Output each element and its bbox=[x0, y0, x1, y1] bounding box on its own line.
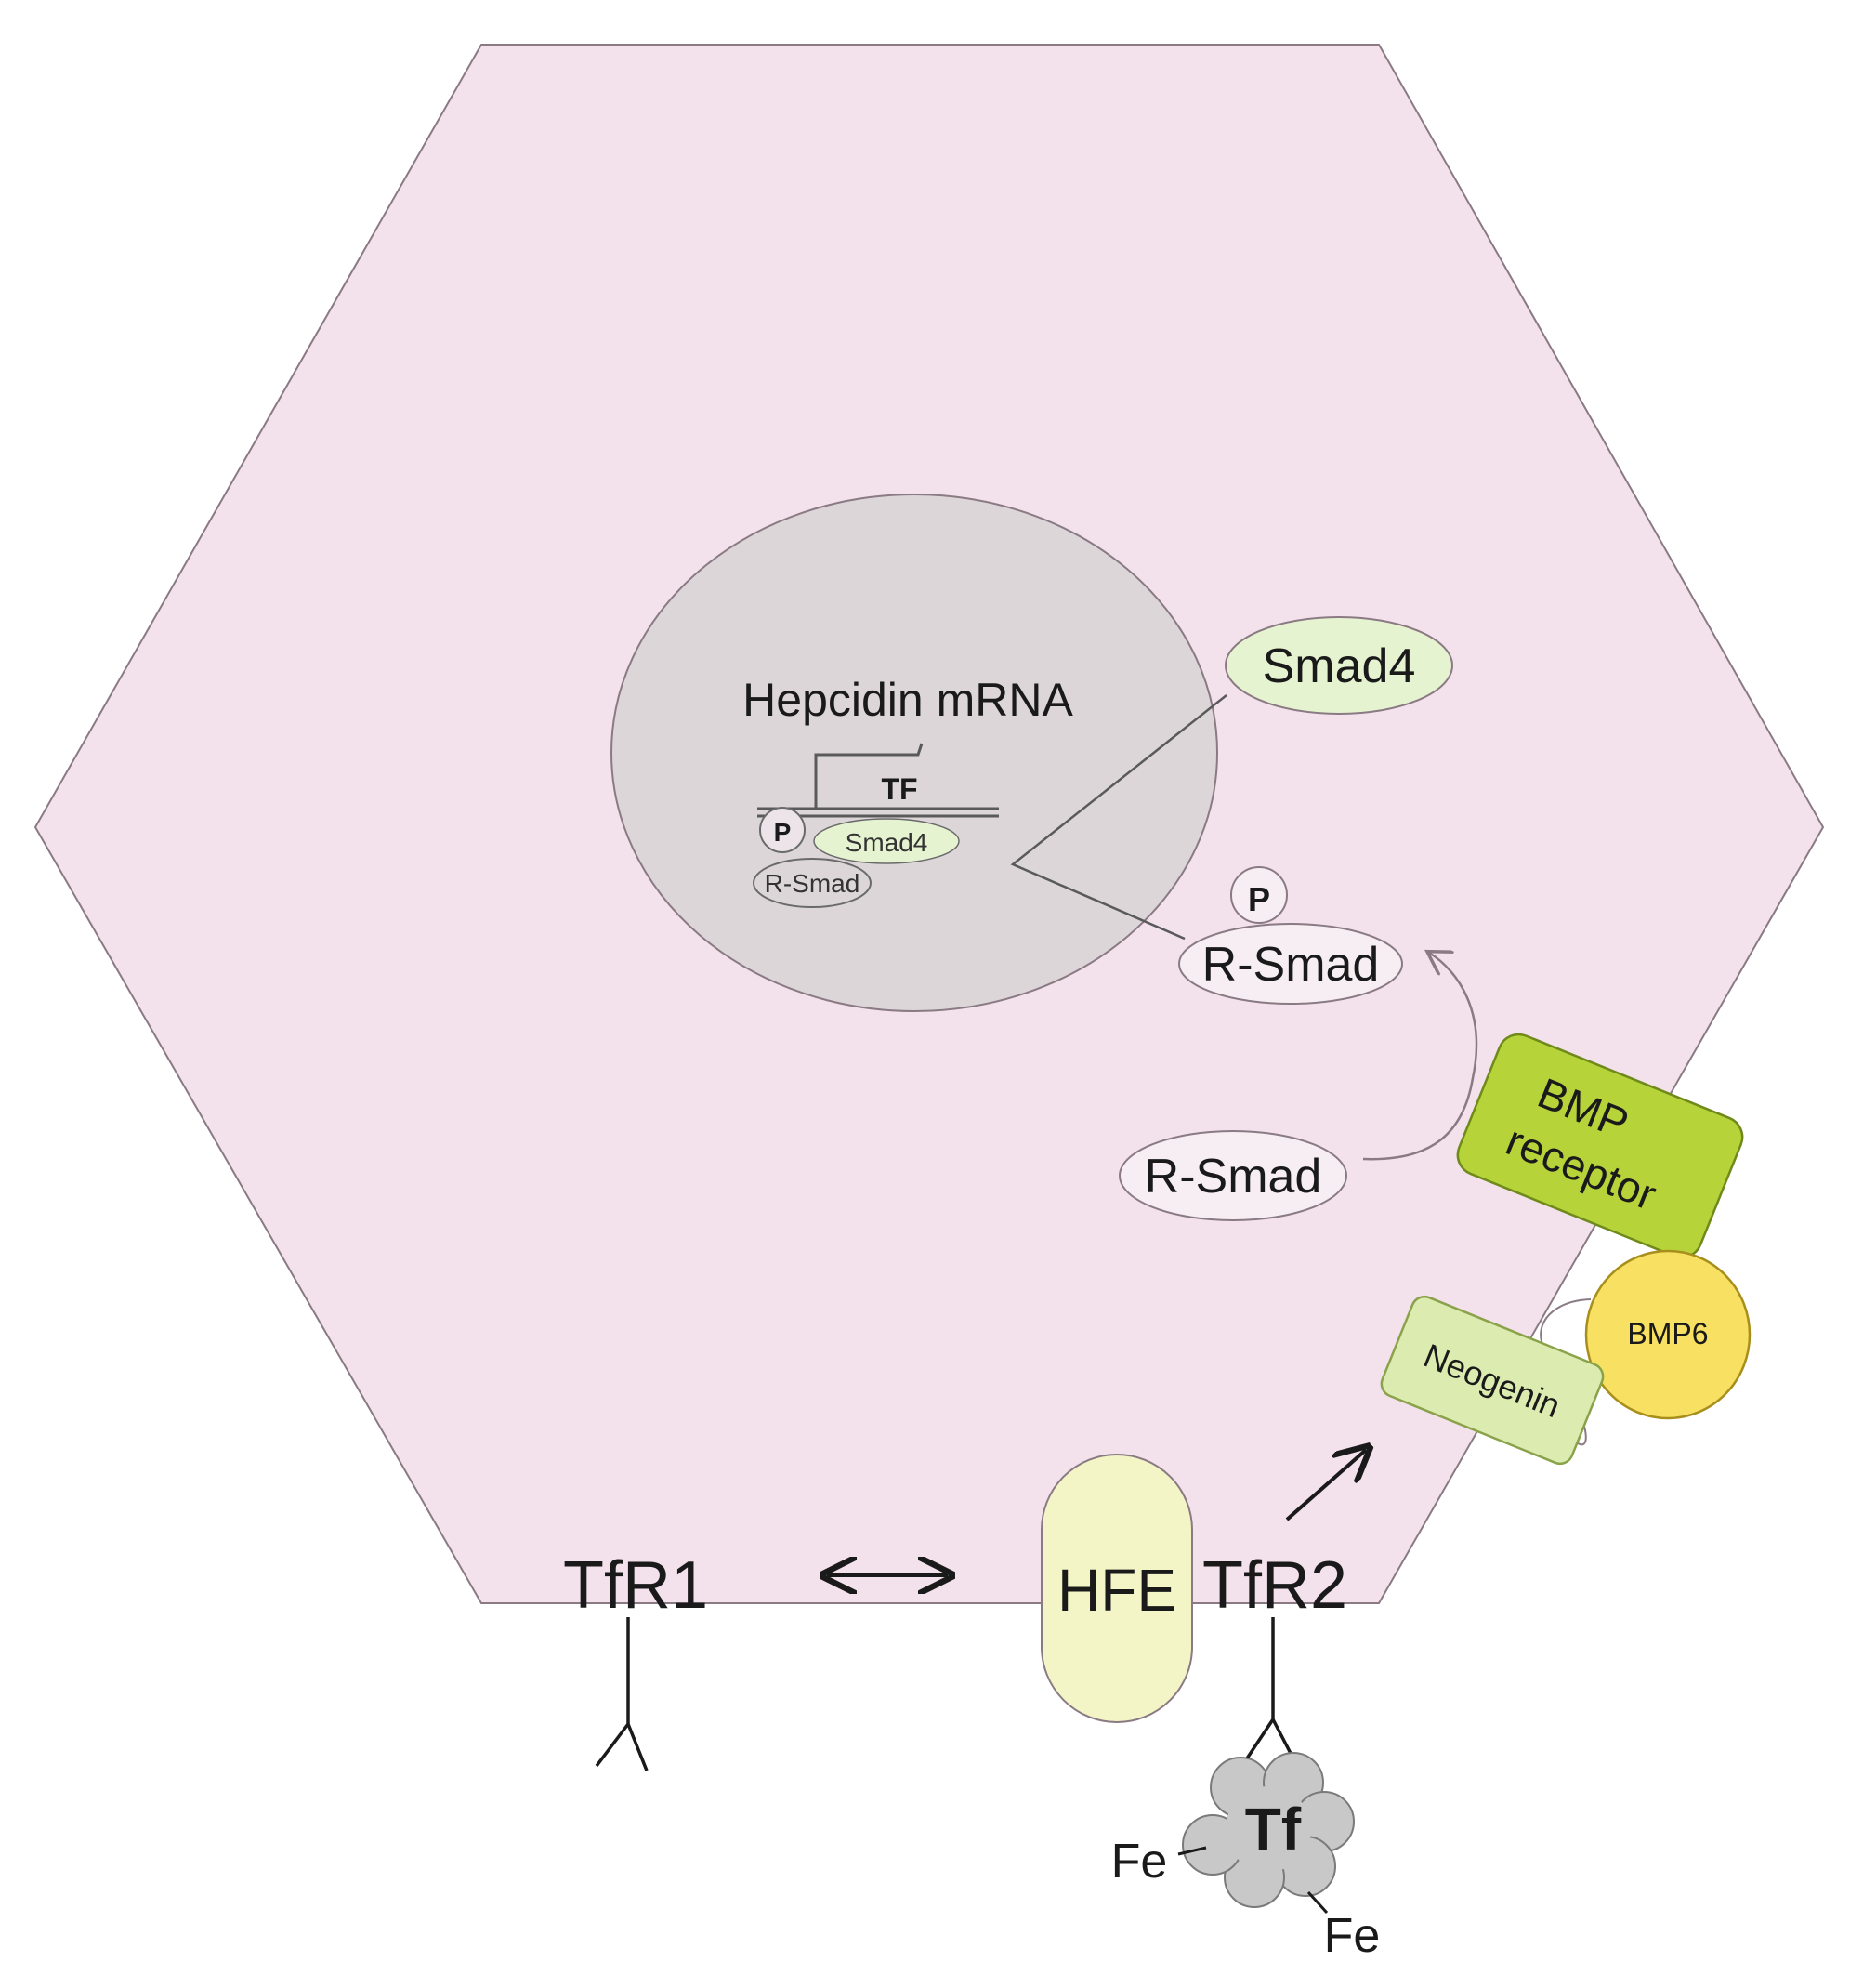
nucleus bbox=[610, 494, 1218, 1012]
tfr2-signal-arrow bbox=[1285, 1450, 1366, 1521]
hfe bbox=[1041, 1454, 1193, 1723]
hfe-label: HFE bbox=[1057, 1557, 1176, 1624]
fe-bond-right bbox=[1306, 1890, 1329, 1915]
tfr2-receptor bbox=[1243, 1617, 1298, 1765]
bmp6-label: BMP6 bbox=[1627, 1317, 1708, 1350]
nucleus-smad4-label: Smad4 bbox=[846, 828, 928, 857]
smad4-cytoplasm bbox=[1225, 616, 1453, 715]
rsmad-free bbox=[1119, 1130, 1347, 1221]
fe-right-label: Fe bbox=[1324, 1909, 1381, 1963]
rsmad-phosphorylated-label: R-Smad bbox=[1202, 938, 1380, 992]
tfr1-receptor bbox=[595, 1617, 649, 1771]
tfr1-label: TfR1 bbox=[563, 1548, 708, 1623]
nucleus-rsmad-label: R-Smad bbox=[765, 869, 860, 898]
tf-label: Tf bbox=[1245, 1796, 1302, 1863]
nucleus-smad4 bbox=[813, 818, 960, 864]
hepcidin-mrna-label: Hepcidin mRNA bbox=[742, 674, 1073, 726]
rsmad-phosphorylated bbox=[1178, 923, 1403, 1005]
nucleus-rsmad bbox=[753, 858, 872, 908]
p-cytoplasm-label: P bbox=[1248, 880, 1270, 918]
complex-translocation-lines bbox=[1010, 694, 1227, 941]
rsmad-free-label: R-Smad bbox=[1145, 1150, 1322, 1204]
tf-promoter-label: TF bbox=[881, 772, 917, 806]
neogenin: Neogenin bbox=[1380, 1295, 1605, 1466]
smad4-cytoplasm-label: Smad4 bbox=[1263, 639, 1416, 693]
p-cytoplasm-circle bbox=[1230, 866, 1288, 924]
tfr2-label: TfR2 bbox=[1202, 1548, 1347, 1623]
nucleus-p-label: P bbox=[774, 818, 792, 847]
fe-left-label: Fe bbox=[1111, 1835, 1168, 1889]
transferrin bbox=[1182, 1752, 1355, 1908]
bmp6 bbox=[1584, 1249, 1752, 1420]
nucleus-p-circle bbox=[759, 807, 806, 853]
phosphorylation-arrow bbox=[1362, 953, 1478, 1161]
fe-bond-left bbox=[1177, 1846, 1207, 1856]
